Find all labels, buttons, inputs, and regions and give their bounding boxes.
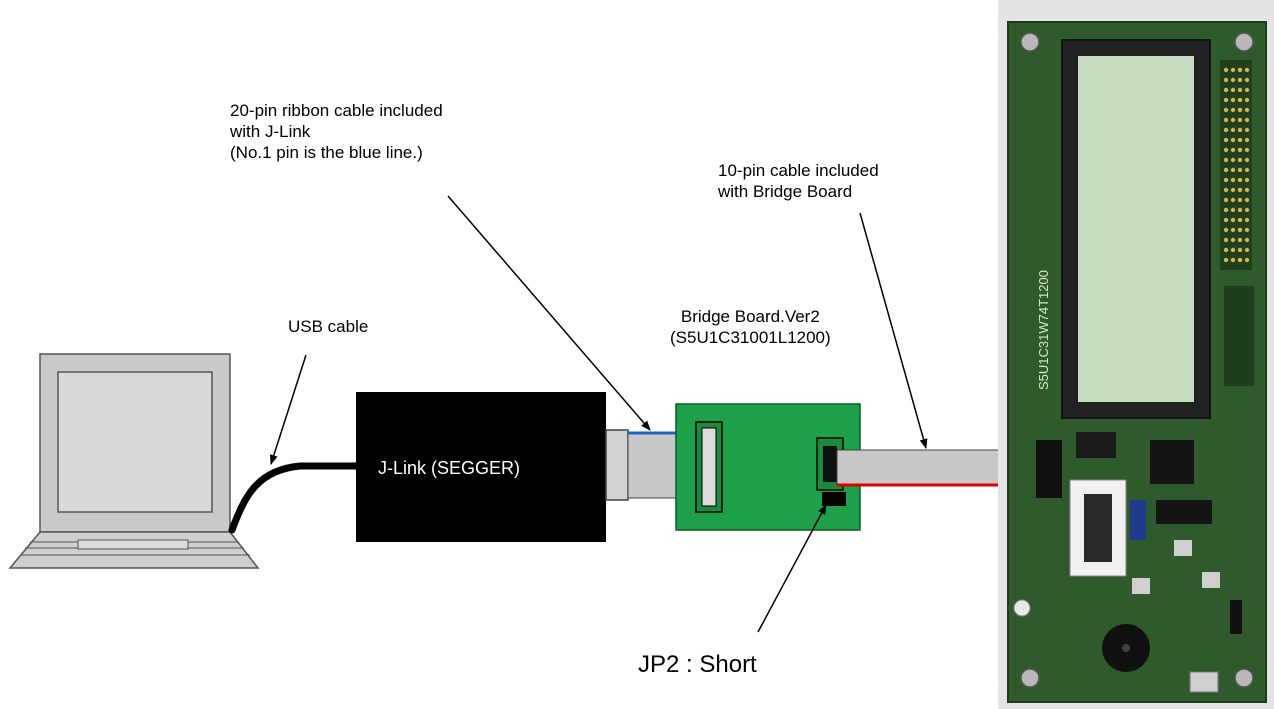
usb-cable bbox=[228, 462, 366, 534]
jp2-label: JP2 : Short bbox=[638, 651, 757, 678]
ribbon-cable-label-line-1: 20-pin ribbon cable included bbox=[230, 101, 443, 120]
jlink-box bbox=[356, 392, 606, 542]
ribbon-cable-label: 20-pin ribbon cable included with J-Link… bbox=[230, 100, 443, 163]
jp2-arrow bbox=[757, 504, 827, 633]
usb-arrow bbox=[269, 354, 307, 465]
bridge-board-label-line-2: (S5U1C31001L1200) bbox=[670, 328, 831, 347]
jp2-jumper bbox=[822, 492, 846, 506]
laptop-icon bbox=[8, 353, 260, 569]
ribbon-cable-label-line-3: (No.1 pin is the blue line.) bbox=[230, 143, 423, 162]
ten-pin-cable-label-line-2: with Bridge Board bbox=[718, 182, 853, 201]
usb-cable-label: USB cable bbox=[288, 317, 369, 336]
target-board: S5U1C31W74T1200 bbox=[998, 0, 1274, 709]
bridge-board-label-line-1: Bridge Board.Ver2 bbox=[680, 307, 820, 326]
lcd-screen bbox=[1078, 56, 1194, 402]
ten-pin-cable-label: 10-pin cable included with Bridge Board bbox=[718, 160, 879, 202]
ten-pin-cable-label-line-1: 10-pin cable included bbox=[718, 161, 879, 180]
bridge-board-label: Bridge Board.Ver2 (S5U1C31001L1200) bbox=[670, 306, 831, 348]
ribbon-connector-jlink bbox=[605, 429, 629, 501]
jlink-label: J-Link (SEGGER) bbox=[378, 458, 521, 478]
ten-pin-arrow bbox=[859, 212, 928, 449]
ribbon-arrow bbox=[447, 195, 651, 431]
board-silkscreen: S5U1C31W74T1200 bbox=[1036, 270, 1051, 390]
ribbon-cable-label-line-2: with J-Link bbox=[230, 122, 311, 141]
